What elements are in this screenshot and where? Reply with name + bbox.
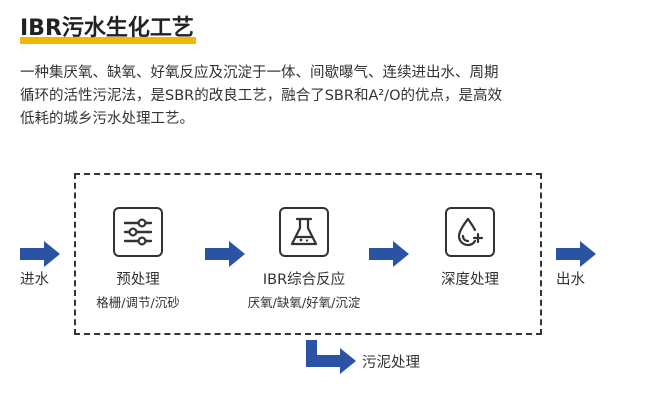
process-boundary-box (74, 173, 542, 335)
step-preprocess-sublabel: 格栅/调节/沉砂 (96, 295, 180, 310)
water-drop-plus-icon (457, 217, 484, 247)
inlet-arrow-icon (20, 241, 60, 267)
description: 一种集厌氧、缺氧、好氧反应及沉淀于一体、间歇曝气、连续进出水、周期 循环的活性污… (20, 62, 610, 131)
step-advanced-label: 深度处理 (441, 272, 499, 288)
outlet-arrow-icon (556, 241, 596, 267)
preprocess-icon-box (113, 207, 163, 257)
step-ibr-label: IBR综合反应 (262, 272, 346, 288)
flow-arrow-icon (205, 241, 245, 267)
flask-icon (290, 217, 318, 246)
page-title: IBR污水生化工艺 (20, 14, 196, 44)
inlet-label: 进水 (20, 272, 49, 288)
description-line-3: 低耗的城乡污水处理工艺。 (20, 111, 194, 127)
step-ibr-sublabel: 厌氧/缺氧/好氧/沉淀 (247, 295, 361, 310)
advanced-treatment-icon-box (445, 207, 495, 257)
outlet-label: 出水 (556, 272, 585, 288)
sludge-arrow-icon (306, 340, 356, 374)
flow-arrow-icon (369, 241, 409, 267)
ibr-reactor-icon-box (279, 207, 329, 257)
step-preprocess-label: 预处理 (116, 272, 160, 288)
sludge-label: 污泥处理 (362, 355, 420, 371)
description-line-2: 循环的活性污泥法，是SBR的改良工艺，融合了SBR和A²/O的优点，是高效 (20, 88, 502, 104)
sliders-icon (123, 218, 153, 246)
description-line-1: 一种集厌氧、缺氧、好氧反应及沉淀于一体、间歇曝气、连续进出水、周期 (20, 65, 499, 81)
